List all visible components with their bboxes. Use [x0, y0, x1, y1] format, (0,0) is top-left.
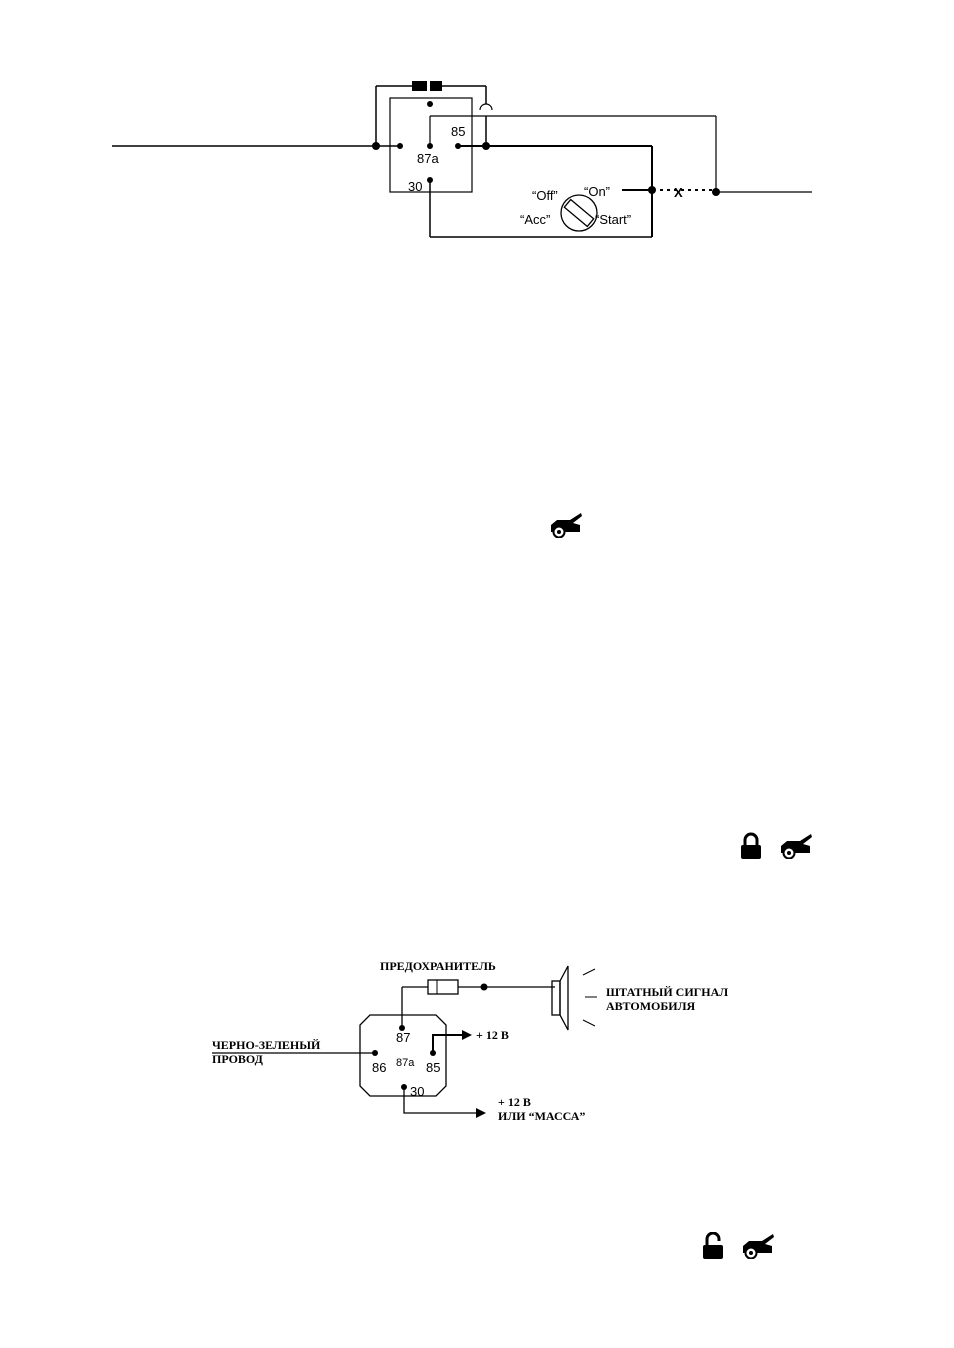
wire-label-line2: ПРОВОД	[212, 1052, 264, 1066]
lock-closed-icon	[739, 832, 763, 860]
switch-acc-label: “Acc”	[520, 212, 550, 227]
horn-icon	[552, 966, 597, 1030]
starter-relay-diagram: 85 87a 30 “Off” “On” “Acc” “Start” X	[0, 0, 954, 280]
car-trunk-icon	[548, 512, 584, 538]
relay-pin-87a: 87a	[396, 1057, 415, 1069]
switch-on-label: “On”	[584, 184, 610, 199]
ignition-switch-icon	[561, 195, 597, 231]
or-ground-label: ИЛИ “МАССА”	[498, 1109, 585, 1123]
relay-pin-85: 85	[426, 1060, 440, 1075]
relay-pin-30: 30	[408, 179, 422, 194]
horn-label-line1: ШТАТНЫЙ СИГНАЛ	[606, 985, 728, 999]
horn-label-line2: АВТОМОБИЛЯ	[606, 999, 696, 1013]
wire-label-line1: ЧЕРНО-ЗЕЛЕНЫЙ	[212, 1038, 321, 1052]
relay-pin-30: 30	[410, 1084, 424, 1099]
switch-start-label: “Start”	[595, 212, 631, 227]
relay-pin-87: 87	[396, 1030, 410, 1045]
relay-pin-87a: 87a	[417, 151, 439, 166]
car-trunk-icon	[778, 833, 814, 859]
plus12-label-a: + 12 В	[476, 1028, 509, 1042]
plus12-label-b: + 12 В	[498, 1095, 531, 1109]
diode-icon	[376, 81, 486, 91]
relay-pin-85: 85	[451, 124, 465, 139]
fuse-label: ПРЕДОХРАНИТЕЛЬ	[380, 959, 496, 973]
horn-relay-diagram: ПРЕДОХРАНИТЕЛЬ ШТАТНЫЙ СИГНАЛ АВТОМОБИЛЯ…	[0, 940, 954, 1140]
fuse-icon	[428, 980, 458, 994]
switch-off-label: “Off”	[532, 188, 558, 203]
lock-open-icon	[701, 1232, 725, 1260]
car-trunk-icon	[740, 1233, 776, 1259]
cut-mark: X	[674, 185, 683, 200]
relay-pin-86: 86	[372, 1060, 386, 1075]
